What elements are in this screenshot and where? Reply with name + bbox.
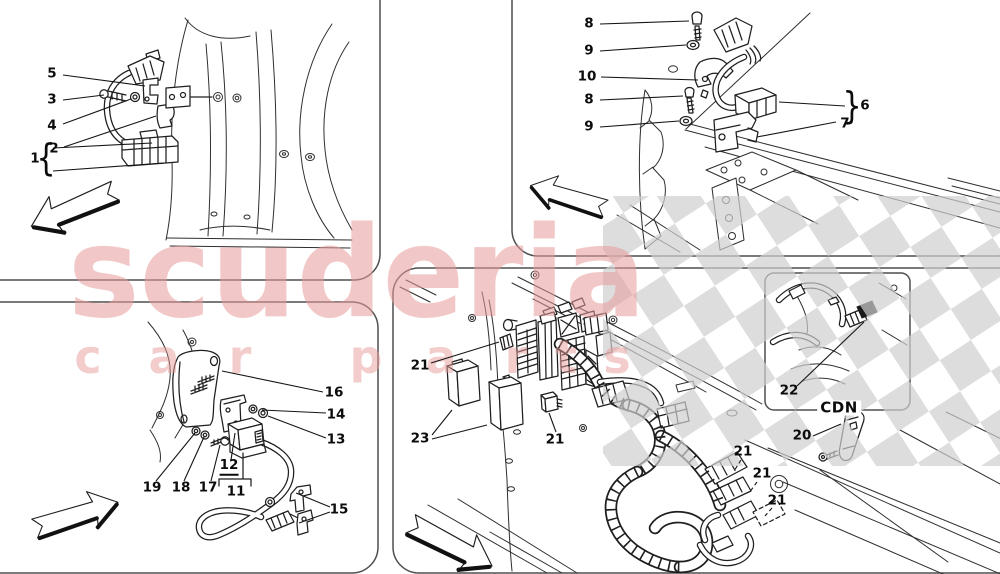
- callout-bottom-left-16: 16: [324, 384, 344, 401]
- front-ecu-assembly-drawing: [172, 349, 314, 541]
- callout-top-left-4: 4: [47, 117, 57, 134]
- callout-brace-1: {: [36, 136, 56, 181]
- callout-top-right-8: 8: [584, 15, 594, 32]
- callout-top-right-6: 6: [860, 97, 870, 114]
- callout-top-right-7: 7: [840, 115, 850, 132]
- callout-bottom-right-21: 21: [545, 431, 565, 448]
- callout-top-left-1: 1: [30, 150, 40, 167]
- panel-border-top-left: [0, 0, 381, 281]
- callout-bottom-left-15: 15: [329, 501, 349, 518]
- callout-bottom-right-23: 23: [410, 430, 430, 447]
- callout-bottom-left-19: 19: [142, 479, 162, 496]
- callout-bottom-right-21: 21: [410, 357, 430, 374]
- panel-border-bottom-left: [0, 301, 379, 574]
- callout-top-left-3: 3: [47, 91, 57, 108]
- callout-top-right-10: 10: [577, 68, 597, 85]
- front-sensor-assembly-drawing: [99, 49, 213, 167]
- callout-bottom-right-21: 21: [752, 465, 772, 482]
- callout-brace-6: }: [842, 84, 862, 129]
- callout-bottom-left-14: 14: [326, 406, 346, 423]
- inset-label-cdn: CDN: [817, 400, 861, 416]
- callout-bottom-left-18: 18: [171, 479, 191, 496]
- direction-arrow-engine: [523, 166, 613, 228]
- callout-bottom-right-20: 20: [792, 427, 812, 444]
- callout-bottom-left-11: 11: [226, 483, 246, 500]
- front-pillar-drawing: [165, 17, 353, 249]
- direction-arrow-front-lower: [29, 484, 124, 548]
- callout-bottom-right-21: 21: [733, 443, 753, 460]
- callout-bottom-right-21: 21: [767, 492, 787, 509]
- callout-top-left-5: 5: [47, 65, 57, 82]
- engine-sensor-assembly-drawing: [679, 11, 777, 153]
- direction-arrow-front: [23, 172, 123, 245]
- engine-bay-top-drawing: [616, 12, 1000, 253]
- direction-arrow-engine-main: [401, 506, 501, 574]
- callout-bottom-left-13: 13: [326, 431, 346, 448]
- callout-bottom-left-12: 12: [219, 458, 239, 476]
- callout-top-right-8: 8: [584, 91, 594, 108]
- callout-bottom-left-17: 17: [198, 479, 218, 496]
- callout-top-right-9: 9: [584, 118, 594, 135]
- callout-top-right-9: 9: [584, 42, 594, 59]
- callout-bottom-right-22: 22: [779, 382, 799, 399]
